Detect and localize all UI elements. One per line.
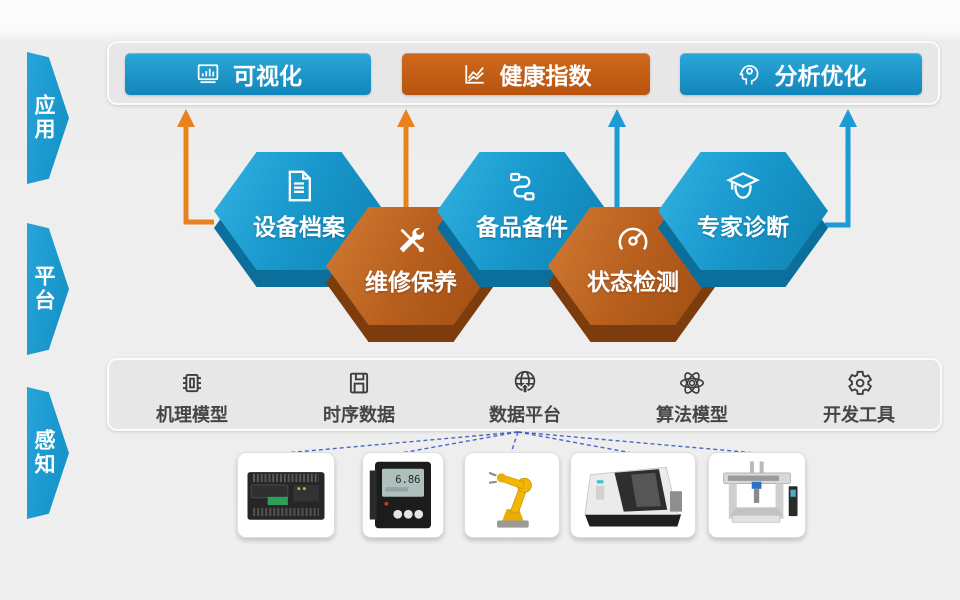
platform-item-label: 时序数据 — [323, 405, 395, 425]
arrow-up-icon — [608, 109, 626, 127]
arrow-up-icon — [839, 109, 857, 127]
platform-item-mechanism-model[interactable]: 机理模型 — [132, 366, 252, 427]
device-card-gantry-machine[interactable] — [708, 452, 806, 538]
document-icon — [288, 170, 311, 202]
hexagon-label: 状态检测 — [587, 269, 679, 295]
layer-banner-platform: 平台 — [27, 223, 69, 355]
arrow-up-icon — [177, 109, 195, 127]
platform-item-label: 开发工具 — [823, 405, 895, 425]
platform-item-label: 算法模型 — [656, 405, 728, 425]
platform-item-time-series-data[interactable]: 时序数据 — [299, 366, 419, 427]
meter-display: 6.86 — [395, 474, 420, 486]
layer-label: 平台 — [32, 265, 55, 313]
atom-icon — [679, 372, 705, 394]
button-label: 健康指数 — [499, 63, 592, 89]
line-chart-icon — [464, 65, 484, 84]
button-label: 分析优化 — [774, 63, 867, 89]
hexagon-expert-diagnosis[interactable]: 专家诊断 — [658, 152, 828, 287]
cnc-machine-image — [584, 466, 683, 527]
device-card-plc-controller[interactable] — [237, 452, 335, 538]
hexagon-label: 维修保养 — [365, 269, 457, 295]
robot-arm-image — [489, 471, 532, 528]
platform-item-data-platform[interactable]: 数据平台 — [465, 366, 585, 427]
gauge-icon — [618, 227, 648, 251]
cable-icon — [510, 172, 535, 201]
floppy-disk-icon — [349, 372, 369, 394]
device-card-panel-meter[interactable]: 6.86 — [362, 452, 444, 538]
hexagon-label: 备品备件 — [476, 214, 568, 240]
layer-banner-application: 应用 — [27, 52, 69, 184]
tools-icon — [399, 228, 424, 253]
hexagon-label: 专家诊断 — [697, 214, 789, 240]
hexagon-label: 设备档案 — [253, 214, 345, 240]
chip-icon — [183, 373, 201, 393]
visualization-button[interactable]: 可视化 — [125, 53, 371, 95]
device-card-cnc-machine[interactable] — [570, 452, 696, 538]
head-gear-icon — [738, 64, 758, 85]
gantry-machine-image — [723, 461, 798, 523]
arrow-up-icon — [397, 109, 415, 127]
perception-panel: 机理模型 时序数据 数据平台 算法模型 — [107, 358, 942, 431]
plc-controller-image — [247, 472, 325, 520]
layer-banner-perception: 感知 — [27, 387, 69, 519]
gear-icon — [848, 370, 873, 395]
platform-item-algorithm-model[interactable]: 算法模型 — [632, 366, 752, 427]
device-card-robot-arm[interactable] — [464, 452, 560, 538]
layer-label: 感知 — [32, 429, 55, 477]
analysis-optimization-button[interactable]: 分析优化 — [680, 53, 922, 95]
health-index-button[interactable]: 健康指数 — [402, 53, 650, 95]
platform-item-label: 机理模型 — [156, 405, 228, 425]
expert-icon — [726, 172, 760, 199]
monitor-chart-icon — [197, 64, 219, 84]
panel-meter-image: 6.86 — [369, 461, 431, 529]
platform-item-dev-tools[interactable]: 开发工具 — [799, 366, 919, 427]
application-panel: 可视化 健康指数 分析优化 — [107, 41, 940, 105]
layer-label: 应用 — [32, 94, 55, 142]
platform-item-label: 数据平台 — [489, 405, 561, 425]
globe-network-icon — [514, 370, 536, 394]
hexagon-maintenance[interactable]: 维修保养 — [326, 207, 496, 342]
button-label: 可视化 — [233, 63, 302, 89]
